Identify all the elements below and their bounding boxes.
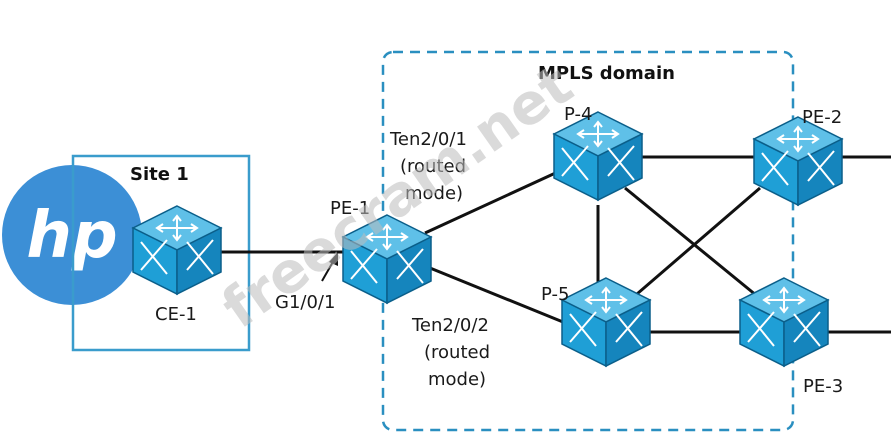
p-5-switch-icon: [561, 277, 651, 367]
mpls-domain-title: MPLS domain: [538, 63, 675, 84]
port-ten202-line-3: mode): [428, 369, 486, 390]
port-ten201-line-3: mode): [405, 183, 463, 204]
pe-2-switch-icon: [753, 116, 843, 206]
port-ten201-label: Ten2/0/1 (routed mode): [389, 129, 467, 204]
p-5-label: P-5: [541, 284, 569, 305]
pe-1-label: PE-1: [330, 198, 370, 219]
p-4-label: P-4: [564, 104, 592, 125]
pe-3-label: PE-3: [803, 376, 843, 397]
port-ten202-label: Ten2/0/2 (routed mode): [411, 315, 490, 390]
ce-1-switch-icon: [132, 205, 222, 295]
p-4-switch-icon: [553, 111, 643, 201]
links: [218, 155, 891, 334]
link-pe1-p4: [424, 168, 563, 235]
g101-pointer-arrow: [321, 252, 338, 282]
site-1-label: Site 1: [130, 164, 189, 185]
pe-2-label: PE-2: [802, 107, 842, 128]
port-ten202-line-1: Ten2/0/2: [411, 315, 489, 336]
link-pe1-p5: [429, 266, 564, 324]
port-ten202-line-2: (routed: [424, 342, 490, 363]
port-ten201-line-2: (routed: [400, 156, 466, 177]
port-g101-label: G1/0/1: [275, 292, 335, 313]
link-p5-pe2: [629, 186, 761, 302]
ce-1-label: CE-1: [155, 304, 197, 325]
port-ten201-line-1: Ten2/0/1: [389, 129, 467, 150]
